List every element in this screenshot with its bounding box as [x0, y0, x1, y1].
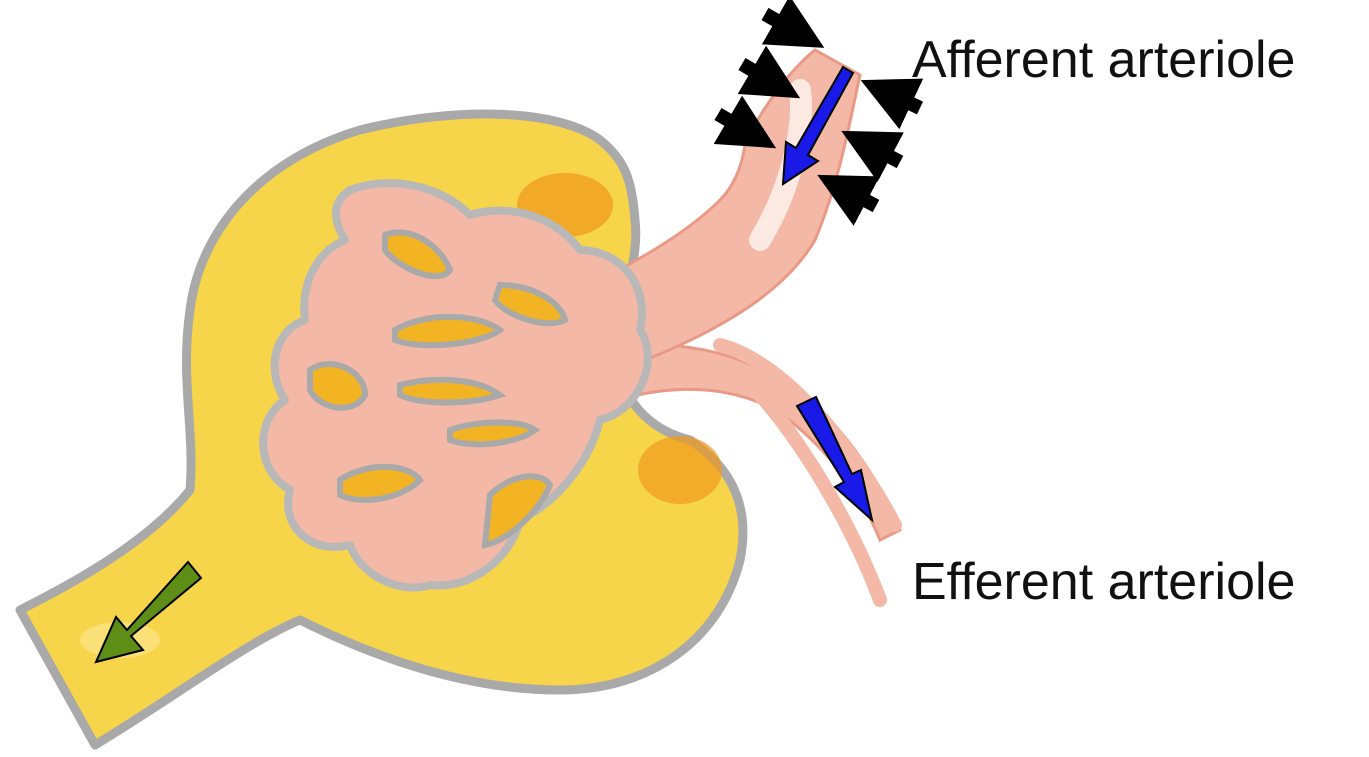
afferent-arteriole-label: Afferent arteriole [912, 34, 1295, 86]
orange-spot [638, 436, 722, 504]
capillary-loop [395, 317, 500, 345]
black-arrow-icon [866, 144, 900, 162]
black-arrow-icon [842, 188, 876, 206]
black-arrow-icon [886, 92, 920, 108]
black-arrow-icon [742, 64, 776, 84]
black-arrow-icon [718, 114, 752, 134]
efferent-arteriole-label: Efferent arteriole [912, 556, 1295, 608]
black-arrow-icon [765, 14, 800, 34]
